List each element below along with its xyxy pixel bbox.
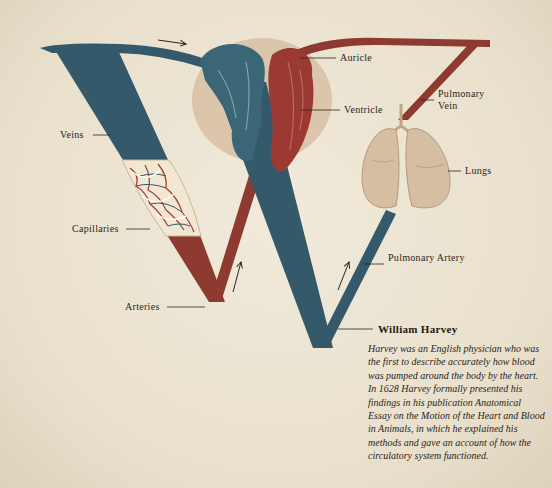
part-label: Veins (60, 129, 84, 141)
part-label: Capillaries (72, 223, 119, 235)
lungs-figure (362, 104, 450, 208)
artery-serif (296, 38, 490, 57)
part-label: Pulmonary Vein (438, 88, 506, 112)
heart-chambers (200, 44, 313, 171)
leader-line (93, 58, 461, 329)
part-label: Lungs (465, 165, 492, 177)
part-label: Auricle (340, 52, 372, 64)
part-label: Arteries (125, 301, 160, 313)
title-heading: William Harvey (378, 322, 457, 336)
caption-text: Harvey was an English physician who was … (368, 342, 546, 463)
capillaries-mesh (122, 160, 201, 236)
flow-arrow (158, 40, 349, 292)
part-label: Ventricle (344, 104, 383, 116)
part-label: Pulmonary Artery (388, 252, 466, 264)
veins-stroke (55, 50, 168, 160)
